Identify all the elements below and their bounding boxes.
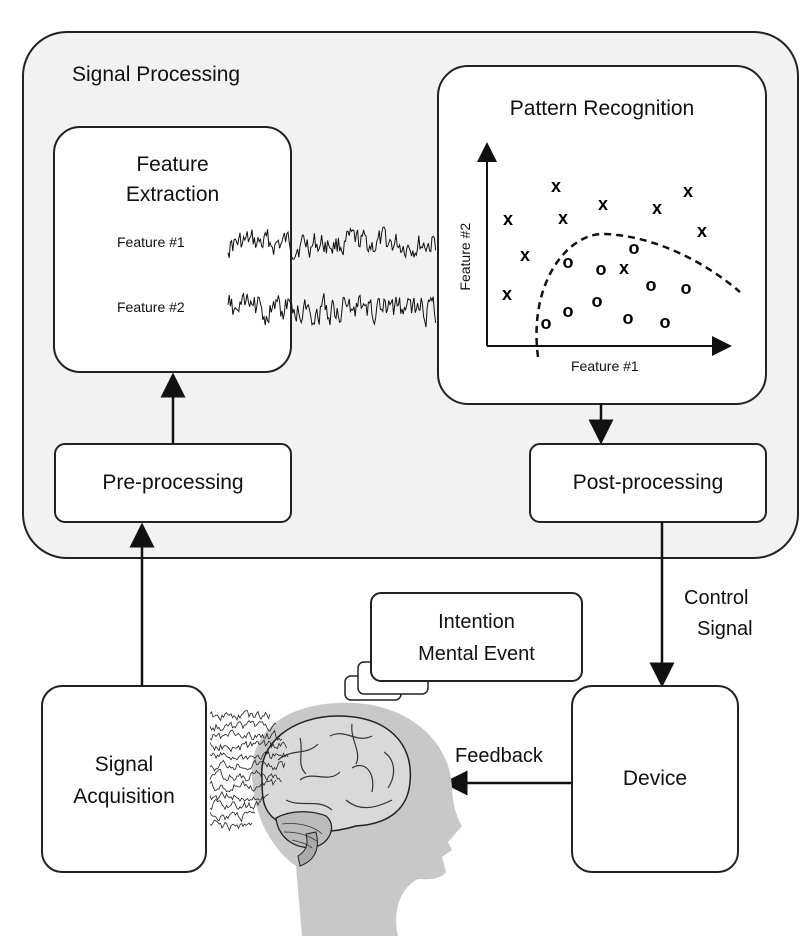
scatter-o-marker: o xyxy=(681,278,692,298)
scatter-x-axis-label: Feature #1 xyxy=(571,358,639,374)
intention-box xyxy=(370,592,583,682)
feature-extraction-title-line2: Extraction xyxy=(125,183,220,206)
scatter-o-marker: o xyxy=(660,312,671,332)
scatter-x-marker: x xyxy=(551,176,561,196)
feedback-label: Feedback xyxy=(455,745,543,767)
eeg-line xyxy=(209,811,256,823)
intention-line1: Intention xyxy=(438,611,515,633)
signal-acquisition-box xyxy=(41,685,207,873)
scatter-o-marker: o xyxy=(541,313,552,333)
eeg-line xyxy=(209,750,289,761)
eeg-signal-lines xyxy=(209,710,289,832)
scatter-y-axis-label: Feature #2 xyxy=(457,222,474,291)
signal-processing-title: Signal Processing xyxy=(72,63,241,86)
scatter-o-marker: o xyxy=(629,238,640,258)
postprocessing-box xyxy=(529,443,767,523)
feature1-waveform xyxy=(227,226,437,260)
scatter-o-marker: o xyxy=(592,291,603,311)
scatter-o-marker: o xyxy=(596,259,607,279)
cerebellum-lines xyxy=(281,823,323,849)
eeg-line xyxy=(209,798,262,811)
scatter-o-marker: o xyxy=(563,301,574,321)
scatter-x-marker: x xyxy=(652,198,662,218)
feature2-label: Feature #2 xyxy=(117,299,185,315)
feature1-label: Feature #1 xyxy=(117,234,185,250)
scatter-x-marker: x xyxy=(697,221,707,241)
feature2-waveform xyxy=(227,292,437,328)
signal-acquisition-line1: Signal xyxy=(94,753,154,776)
scatter-x-marker: x xyxy=(558,208,568,228)
scatter-o-marker: o xyxy=(563,252,574,272)
scatter-x-marker: x xyxy=(683,181,693,201)
control-signal-line1: Control xyxy=(684,587,749,609)
scatter-o-marker: o xyxy=(646,275,657,295)
scatter-x-marker: x xyxy=(520,245,530,265)
device-box xyxy=(571,685,739,873)
intention-line2: Mental Event xyxy=(418,643,535,665)
eeg-line xyxy=(209,790,269,802)
device-label: Device xyxy=(622,767,688,790)
feature-extraction-title-line1: Feature xyxy=(136,153,209,176)
eeg-line xyxy=(209,720,277,732)
eeg-line xyxy=(209,769,283,782)
postprocessing-label: Post-processing xyxy=(572,471,724,494)
scatter-x-marker: x xyxy=(503,209,513,229)
signal-acquisition-line2: Acquisition xyxy=(73,785,175,808)
control-signal-line2: Signal xyxy=(697,618,753,640)
pattern-recognition-title: Pattern Recognition xyxy=(509,97,695,120)
eeg-line xyxy=(209,778,277,793)
preprocessing-label: Pre-processing xyxy=(102,471,244,494)
brainstem-icon xyxy=(297,831,318,867)
eeg-line xyxy=(209,739,287,753)
eeg-line xyxy=(209,710,271,722)
scatter-x-marker: x xyxy=(619,258,629,278)
feature-extraction-box xyxy=(53,126,292,373)
scatter-o-marker: o xyxy=(623,308,634,328)
eeg-line xyxy=(209,759,286,772)
brain-folds xyxy=(277,723,395,811)
eeg-line xyxy=(209,819,253,832)
decision-boundary xyxy=(535,232,741,358)
scatter-x-marker: x xyxy=(598,194,608,214)
eeg-line xyxy=(209,729,283,742)
scatter-x-marker: x xyxy=(502,284,512,304)
